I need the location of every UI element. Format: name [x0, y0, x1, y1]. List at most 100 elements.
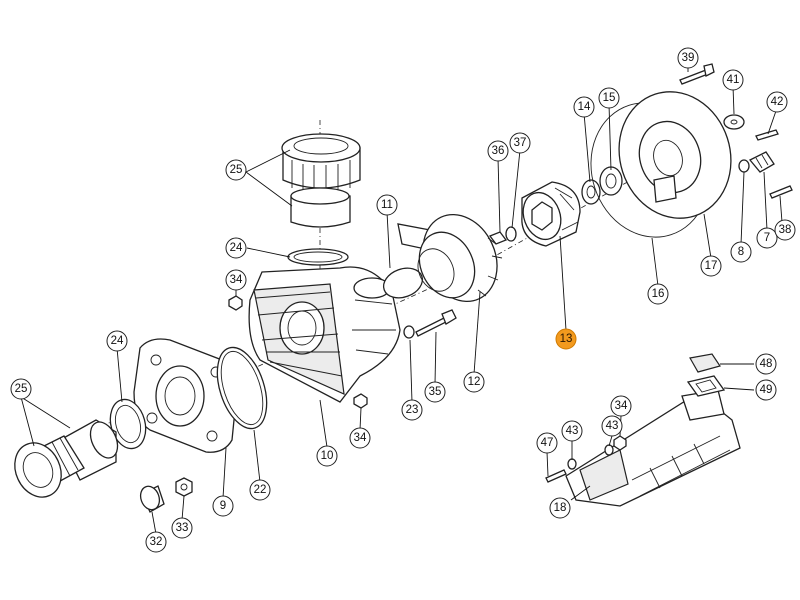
- rubber-pad-frame: [686, 375, 726, 397]
- svg-text:32: 32: [150, 536, 163, 548]
- callout-49: 49: [755, 379, 777, 401]
- union-nut-top: [281, 133, 361, 192]
- callout-41: 41: [722, 69, 744, 91]
- callout-12: 12: [463, 371, 485, 393]
- svg-text:34: 34: [354, 432, 367, 444]
- callout-17: 17: [700, 255, 722, 277]
- svg-text:13: 13: [560, 333, 573, 345]
- callout-11: 11: [376, 194, 398, 216]
- motor-seal-plate: [618, 91, 732, 219]
- svg-text:23: 23: [406, 404, 419, 416]
- callout-43-right: 43: [601, 415, 623, 437]
- drain-cap: [139, 485, 165, 513]
- callout-34-base: 34: [610, 395, 632, 417]
- callout-37: 37: [509, 132, 531, 154]
- callout-24-top: 24: [225, 237, 247, 259]
- svg-text:9: 9: [220, 500, 226, 512]
- callout-23: 23: [401, 399, 423, 421]
- callout-16: 16: [647, 283, 669, 305]
- svg-text:25: 25: [15, 383, 28, 395]
- callout-14: 14: [573, 96, 595, 118]
- svg-text:25: 25: [230, 164, 243, 176]
- svg-text:38: 38: [779, 224, 792, 236]
- callout-22: 22: [249, 479, 271, 501]
- small-o-ring: [403, 325, 415, 339]
- seal-seat: [599, 166, 623, 196]
- pump-housing: [248, 266, 401, 403]
- base-washer-left: [567, 458, 577, 470]
- nut-small: [738, 159, 750, 173]
- svg-text:39: 39: [682, 52, 695, 64]
- callout-33: 33: [171, 517, 193, 539]
- impeller: [521, 181, 581, 247]
- drain-screw-bottom: [353, 393, 368, 409]
- front-flange: [133, 338, 237, 453]
- svg-text:34: 34: [230, 274, 243, 286]
- o-ring-housing: [382, 267, 424, 299]
- drain-plug: [748, 151, 775, 173]
- callout-13-highlighted: 13: [555, 328, 577, 350]
- svg-text:24: 24: [230, 242, 243, 254]
- svg-text:48: 48: [760, 358, 773, 370]
- callout-8: 8: [730, 241, 752, 263]
- svg-text:43: 43: [606, 420, 619, 432]
- bolt-top: [679, 63, 715, 85]
- shaft-seal: [581, 179, 601, 205]
- base-bolt: [545, 469, 567, 483]
- svg-text:10: 10: [321, 450, 334, 462]
- svg-text:16: 16: [652, 288, 665, 300]
- drain-screw-left: [228, 295, 243, 311]
- svg-text:18: 18: [554, 502, 567, 514]
- callout-25-top: 25: [225, 159, 247, 181]
- svg-text:15: 15: [603, 92, 616, 104]
- callout-43-left: 43: [561, 420, 583, 442]
- callout-47: 47: [536, 432, 558, 454]
- svg-text:17: 17: [705, 260, 718, 272]
- rubber-pad-top: [689, 353, 721, 373]
- o-ring-large: [216, 346, 268, 430]
- impeller-washer: [505, 226, 517, 242]
- svg-text:14: 14: [578, 101, 591, 113]
- svg-text:34: 34: [615, 400, 628, 412]
- callout-10: 10: [316, 445, 338, 467]
- base-nut: [613, 435, 627, 451]
- callout-7: 7: [756, 227, 778, 249]
- callout-34-bottom: 34: [349, 427, 371, 449]
- callout-15: 15: [598, 87, 620, 109]
- svg-text:35: 35: [429, 386, 442, 398]
- svg-text:41: 41: [727, 74, 740, 86]
- base-washer-right: [604, 444, 614, 456]
- callout-38: 38: [774, 219, 796, 241]
- svg-text:49: 49: [760, 384, 773, 396]
- svg-text:33: 33: [176, 522, 189, 534]
- svg-text:42: 42: [771, 96, 784, 108]
- callout-34-left: 34: [225, 269, 247, 291]
- screw-right: [755, 129, 779, 141]
- callout-39: 39: [677, 47, 699, 69]
- svg-text:12: 12: [468, 376, 481, 388]
- callout-25-left: 25: [10, 378, 32, 400]
- screw-bottom-right: [769, 185, 793, 199]
- callout-18: 18: [549, 497, 571, 519]
- callout-35: 35: [424, 381, 446, 403]
- callout-24-left: 24: [106, 330, 128, 352]
- svg-text:36: 36: [492, 145, 505, 157]
- svg-text:37: 37: [514, 137, 527, 149]
- svg-text:47: 47: [541, 437, 554, 449]
- long-bolt: [415, 309, 457, 337]
- union-tail-top: [290, 187, 351, 228]
- impeller-screw: [488, 231, 508, 245]
- callout-48: 48: [755, 353, 777, 375]
- motor-base: [565, 389, 741, 507]
- svg-text:24: 24: [111, 335, 124, 347]
- hex-nut: [175, 477, 193, 497]
- svg-text:22: 22: [254, 484, 267, 496]
- washer: [723, 114, 745, 130]
- union-nut-left: [14, 435, 85, 498]
- svg-text:7: 7: [764, 232, 770, 244]
- svg-text:8: 8: [738, 246, 744, 258]
- callout-32: 32: [145, 531, 167, 553]
- callout-42: 42: [766, 91, 788, 113]
